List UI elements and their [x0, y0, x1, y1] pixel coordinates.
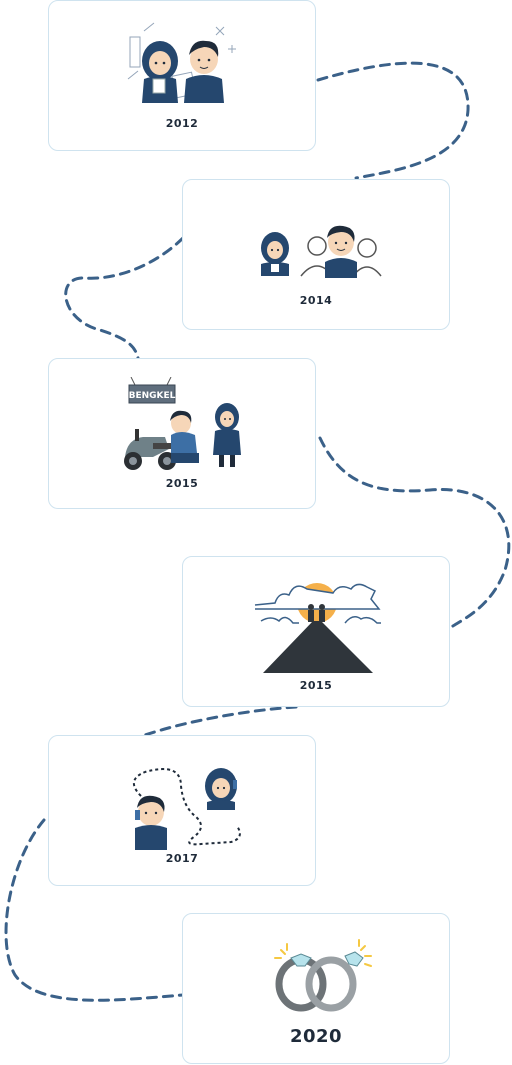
workshop-sign: [128, 384, 176, 404]
timeline-card-2017: 2017: [48, 735, 316, 886]
phone-call-illustration: [133, 768, 241, 850]
timeline-card-2015-workshop: BENGKEL 2015: [48, 358, 316, 509]
timeline-year: 2017: [165, 852, 199, 865]
meeting-friends-illustration: [261, 225, 382, 278]
wedding-rings-illustration: [274, 939, 372, 1012]
timeline-year: 2012: [165, 117, 199, 130]
timeline-card-2020: 2020: [182, 913, 450, 1064]
workshop-scooter-illustration: BENGKEL: [124, 377, 241, 470]
timeline-year: 2015: [299, 679, 333, 692]
workshop-sign-label: BENGKEL: [129, 391, 176, 401]
timeline-year: 2014: [299, 294, 333, 307]
timeline-year: 2020: [289, 1026, 343, 1047]
studying-couple-illustration: [127, 22, 236, 103]
mountain-sunrise-illustration: [254, 583, 381, 673]
timeline-card-2014: 2014: [182, 179, 450, 330]
timeline-year: 2015: [165, 477, 199, 490]
timeline-card-2012: 2012: [48, 0, 316, 151]
timeline-card-2015-mountain: 2015: [182, 556, 450, 707]
ring-icon: [275, 951, 364, 1012]
